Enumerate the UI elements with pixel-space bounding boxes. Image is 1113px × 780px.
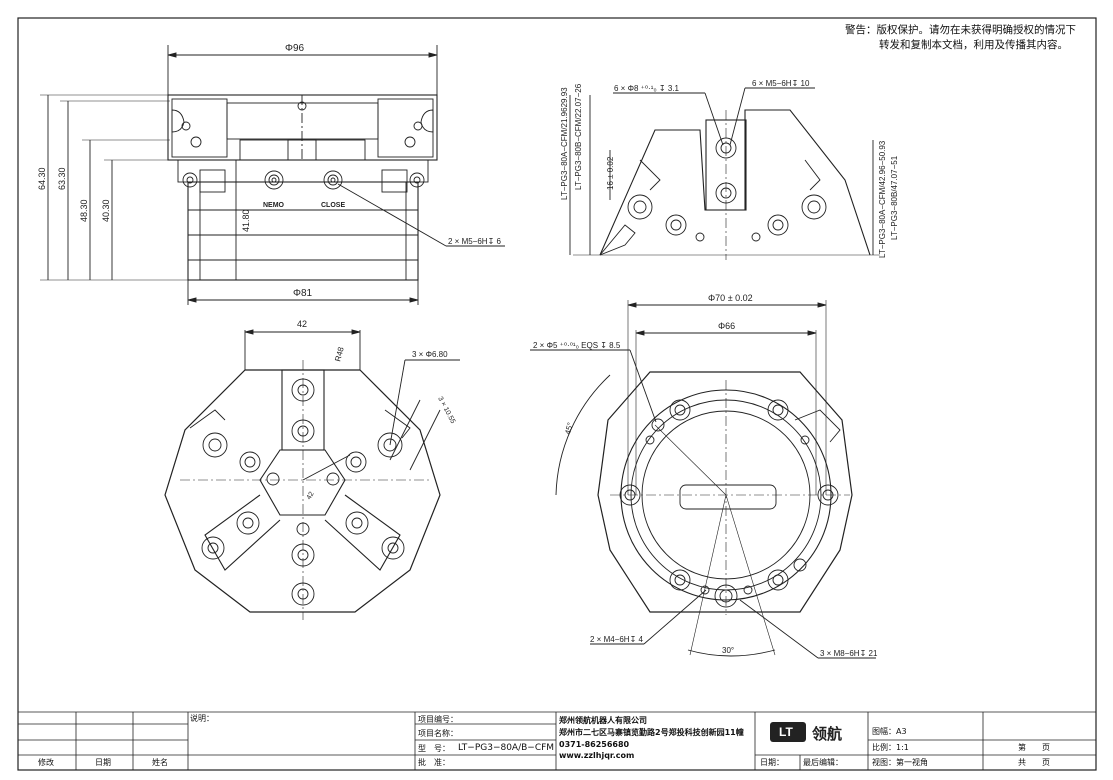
dim-63-30: 63.30 bbox=[57, 167, 67, 190]
dim-16: 16 ± 0.02 bbox=[606, 156, 615, 190]
dim-48-30: 48.30 bbox=[79, 199, 89, 222]
dim-42: 42 bbox=[297, 319, 307, 329]
callout-m5-depth10: 6 × M5−6H↧ 10 bbox=[752, 79, 810, 88]
dim-42b: 42 bbox=[306, 491, 316, 501]
model-label: 型 号： bbox=[418, 744, 450, 753]
dim-r48: R48 bbox=[333, 345, 346, 362]
company-phone: 0371-86256680 bbox=[559, 740, 630, 749]
company-logo-mark bbox=[770, 722, 806, 742]
projection-view: 视图：第一视角 bbox=[872, 758, 928, 767]
dim-phi81: Φ81 bbox=[293, 288, 313, 299]
dim-30deg: 30° bbox=[722, 646, 734, 655]
dim-phi70: Φ70 ± 0.02 bbox=[708, 293, 753, 303]
warning-label: 警告： bbox=[845, 24, 877, 36]
dim-41-80: 41.80 bbox=[241, 209, 251, 232]
engrave-close: CLOSE bbox=[321, 202, 345, 209]
dim-phi66: Φ66 bbox=[718, 321, 735, 331]
callout-phi8: 6 × Φ8 ⁺⁰·¹₀ ↧ 3.1 bbox=[614, 84, 680, 93]
company-website: www.zzlhjqr.com bbox=[559, 751, 635, 760]
dim-40-30: 40.30 bbox=[101, 199, 111, 222]
dim-64-30: 64.30 bbox=[37, 167, 47, 190]
total-sheets-label: 共 页 bbox=[1018, 758, 1050, 767]
col-name: 姓名 bbox=[152, 758, 168, 767]
approve-label: 批 准： bbox=[418, 758, 450, 767]
back-holes bbox=[619, 399, 839, 608]
last-edit-label: 最后编辑： bbox=[803, 758, 843, 767]
project-number-label: 项目编号： bbox=[418, 715, 458, 724]
callout-phi5: 2 × Φ5 ⁺⁰·⁰¹₀ EQS ↧ 8.5 bbox=[533, 341, 621, 350]
dim-phi96: Φ96 bbox=[285, 43, 305, 54]
engrave-open: NEMO bbox=[263, 202, 285, 209]
callout-m8: 3 × M8−6H↧ 21 bbox=[820, 649, 878, 658]
dim-45deg: 45° bbox=[563, 421, 575, 435]
title-block-lines bbox=[18, 711, 1096, 770]
side-part-b: LT−PG3−80B−CFM/22.07−26 bbox=[574, 83, 583, 190]
sheet-number-label: 第 页 bbox=[1018, 743, 1050, 752]
sheet-size: 图幅：A3 bbox=[872, 727, 907, 736]
side-part-d: LT−PG3−80B/47.07−51 bbox=[890, 155, 899, 240]
project-name-label: 项目名称： bbox=[418, 729, 458, 738]
company-address: 郑州市二七区马寨镇览勤路2号郑投科技创新园11幢 bbox=[559, 728, 744, 737]
callout-phi6-80: 3 × Φ6.80 bbox=[412, 350, 448, 359]
callout-m4: 2 × M4−6H↧ 4 bbox=[590, 635, 644, 644]
company-name: 郑州领航机器人有限公司 bbox=[559, 716, 647, 725]
dim-slot: 3 × 10.55 bbox=[436, 396, 456, 425]
col-modify: 修改 bbox=[38, 758, 54, 767]
front-face-view: 42 R48 3 × Φ6.80 3 × 10.55 42 bbox=[164, 319, 460, 620]
copyright-warning: 警告：版权保护。请勿在未获得明确授权的情况下 转发和复制本文档，利用及传播其内容… bbox=[845, 23, 1076, 53]
logo-text: 领航 bbox=[811, 725, 842, 743]
date-label: 日期： bbox=[760, 758, 784, 767]
side-part-c: LT−PG3−80A−CFM/42.96−50.93 bbox=[878, 140, 887, 258]
model-value: LT−PG3−80A/B−CFM bbox=[458, 743, 555, 753]
drawing-scale: 比例：1:1 bbox=[872, 743, 909, 752]
back-mounting-view: Φ70 ± 0.02 Φ66 2 × Φ5 ⁺⁰·⁰¹₀ EQS ↧ 8.5 4… bbox=[530, 293, 878, 659]
side-part-a: LT−PG3−80A−CFM/21.9629.93 bbox=[560, 87, 569, 200]
warning-line2: 转发和复制本文档，利用及传播其内容。 bbox=[879, 39, 1068, 51]
warning-line1: 版权保护。请勿在未获得明确授权的情况下 bbox=[876, 24, 1077, 36]
top-elevation-view: Φ96 NEMO CLOSE 2 × M5−6H↧ 6 bbox=[37, 43, 505, 305]
note-label: 说明： bbox=[190, 714, 214, 723]
sheet-border bbox=[17, 17, 1097, 771]
col-date: 日期 bbox=[95, 758, 111, 767]
logo-letters: LT bbox=[779, 725, 793, 739]
jaw-side-view: LT−PG3−80A−CFM/21.9629.93 LT−PG3−80B−CFM… bbox=[560, 79, 899, 260]
callout-m5-depth6: 2 × M5−6H↧ 6 bbox=[448, 237, 502, 246]
